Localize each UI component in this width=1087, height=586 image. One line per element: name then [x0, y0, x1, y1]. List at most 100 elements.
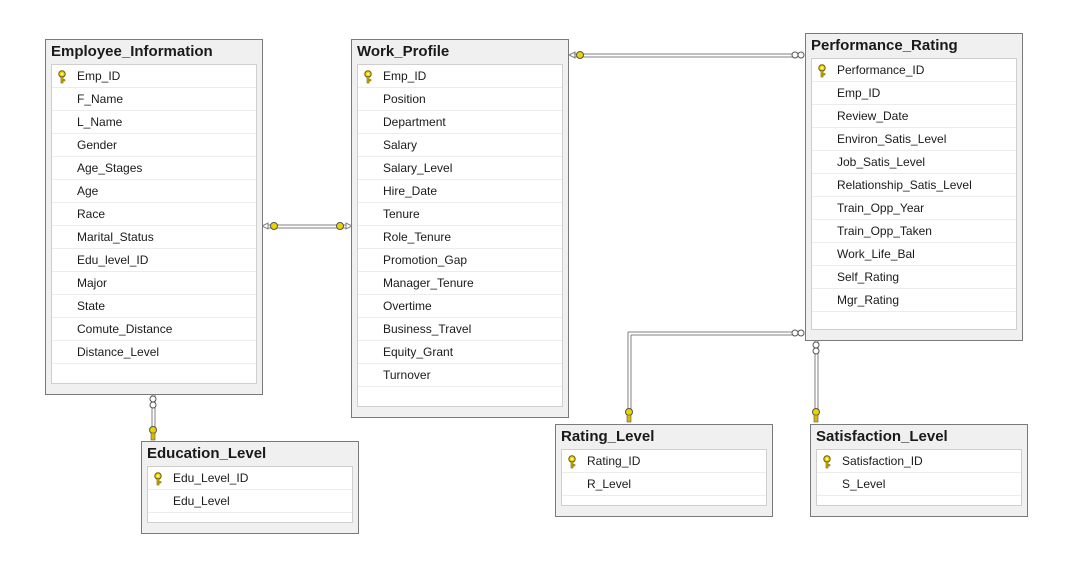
- column-name: Promotion_Gap: [383, 253, 468, 267]
- column-row[interactable]: Equity_Grant: [358, 341, 562, 364]
- column-row[interactable]: State: [52, 295, 256, 318]
- column-row[interactable]: Emp_ID: [812, 82, 1016, 105]
- primary-key-icon: [817, 63, 827, 78]
- column-row[interactable]: Position: [358, 88, 562, 111]
- column-row[interactable]: Edu_level_ID: [52, 249, 256, 272]
- column-row[interactable]: Distance_Level: [52, 341, 256, 364]
- column-row[interactable]: Hire_Date: [358, 180, 562, 203]
- column-list: Edu_Level_ID Edu_Level: [147, 466, 353, 523]
- column-row[interactable]: Salary: [358, 134, 562, 157]
- column-row[interactable]: Emp_ID: [52, 65, 256, 88]
- column-row[interactable]: Tenure: [358, 203, 562, 226]
- column-row[interactable]: Race: [52, 203, 256, 226]
- column-row[interactable]: Major: [52, 272, 256, 295]
- column-row[interactable]: Department: [358, 111, 562, 134]
- column-name: Position: [383, 92, 426, 106]
- column-row[interactable]: Gender: [52, 134, 256, 157]
- column-row[interactable]: Emp_ID: [358, 65, 562, 88]
- column-row[interactable]: Turnover: [358, 364, 562, 387]
- column-row[interactable]: Environ_Satis_Level: [812, 128, 1016, 151]
- column-row[interactable]: S_Level: [817, 473, 1021, 496]
- column-name: Hire_Date: [383, 184, 438, 198]
- column-name: Tenure: [383, 207, 420, 221]
- relationship-rating-performance: [625, 329, 805, 423]
- column-name: L_Name: [77, 115, 123, 129]
- column-row[interactable]: Mgr_Rating: [812, 289, 1016, 312]
- column-name: Edu_Level_ID: [173, 471, 249, 485]
- column-name: Manager_Tenure: [383, 276, 474, 290]
- column-row[interactable]: Work_Life_Bal: [812, 243, 1016, 266]
- column-name: Mgr_Rating: [837, 293, 900, 307]
- column-name: Age_Stages: [77, 161, 143, 175]
- column-row[interactable]: Edu_Level: [148, 490, 352, 513]
- column-row[interactable]: Self_Rating: [812, 266, 1016, 289]
- table-title[interactable]: Rating_Level: [561, 428, 655, 445]
- column-name: Self_Rating: [837, 270, 900, 284]
- column-name: Marital_Status: [77, 230, 154, 244]
- column-name: Distance_Level: [77, 345, 160, 359]
- column-name: Race: [77, 207, 106, 221]
- relationship-satisfaction-performance: [812, 341, 820, 423]
- performance-rating-table[interactable]: Performance_Rating Performance_ID Emp_ID R…: [805, 33, 1023, 341]
- column-row[interactable]: Relationship_Satis_Level: [812, 174, 1016, 197]
- column-name: Emp_ID: [837, 86, 881, 100]
- relationship-education-employee: [149, 395, 157, 441]
- column-row[interactable]: Age: [52, 180, 256, 203]
- column-row[interactable]: Train_Opp_Taken: [812, 220, 1016, 243]
- column-row[interactable]: Review_Date: [812, 105, 1016, 128]
- primary-key-icon: [153, 471, 163, 486]
- column-row[interactable]: Rating_ID: [562, 450, 766, 473]
- column-name: S_Level: [842, 477, 886, 491]
- table-title[interactable]: Satisfaction_Level: [816, 428, 948, 445]
- column-row[interactable]: Performance_ID: [812, 59, 1016, 82]
- education-level-table[interactable]: Education_Level Edu_Level_ID Edu_Level: [141, 441, 359, 534]
- column-row[interactable]: F_Name: [52, 88, 256, 111]
- primary-key-icon: [567, 454, 577, 469]
- table-title[interactable]: Employee_Information: [51, 43, 213, 60]
- column-name: Turnover: [383, 368, 431, 382]
- column-name: Job_Satis_Level: [837, 155, 926, 169]
- column-row[interactable]: Age_Stages: [52, 157, 256, 180]
- column-name: Emp_ID: [77, 69, 121, 83]
- column-row[interactable]: Salary_Level: [358, 157, 562, 180]
- column-name: Department: [383, 115, 446, 129]
- column-row[interactable]: Promotion_Gap: [358, 249, 562, 272]
- column-name: Emp_ID: [383, 69, 427, 83]
- column-name: Edu_Level: [173, 494, 230, 508]
- column-row[interactable]: Business_Travel: [358, 318, 562, 341]
- column-name: State: [77, 299, 106, 313]
- column-row[interactable]: Role_Tenure: [358, 226, 562, 249]
- table-title[interactable]: Performance_Rating: [811, 37, 958, 54]
- column-name: Train_Opp_Taken: [837, 224, 932, 238]
- relationship-employee-work: [260, 222, 354, 230]
- column-row[interactable]: Satisfaction_ID: [817, 450, 1021, 473]
- column-name: Business_Travel: [383, 322, 472, 336]
- column-name: Work_Life_Bal: [837, 247, 915, 261]
- column-name: Salary_Level: [383, 161, 453, 175]
- table-title[interactable]: Education_Level: [147, 445, 267, 462]
- table-title[interactable]: Work_Profile: [357, 43, 450, 60]
- column-name: Satisfaction_ID: [842, 454, 923, 468]
- column-row[interactable]: Marital_Status: [52, 226, 256, 249]
- column-row[interactable]: R_Level: [562, 473, 766, 496]
- column-row[interactable]: Comute_Distance: [52, 318, 256, 341]
- column-row[interactable]: Edu_Level_ID: [148, 467, 352, 490]
- column-row[interactable]: Overtime: [358, 295, 562, 318]
- column-row[interactable]: Train_Opp_Year: [812, 197, 1016, 220]
- column-name: Environ_Satis_Level: [837, 132, 947, 146]
- column-row[interactable]: Manager_Tenure: [358, 272, 562, 295]
- column-row[interactable]: Job_Satis_Level: [812, 151, 1016, 174]
- satisfaction-level-table[interactable]: Satisfaction_Level Satisfaction_ID S_Leve…: [810, 424, 1028, 517]
- column-row[interactable]: L_Name: [52, 111, 256, 134]
- column-name: Gender: [77, 138, 118, 152]
- column-name: F_Name: [77, 92, 124, 106]
- column-name: Edu_level_ID: [77, 253, 149, 267]
